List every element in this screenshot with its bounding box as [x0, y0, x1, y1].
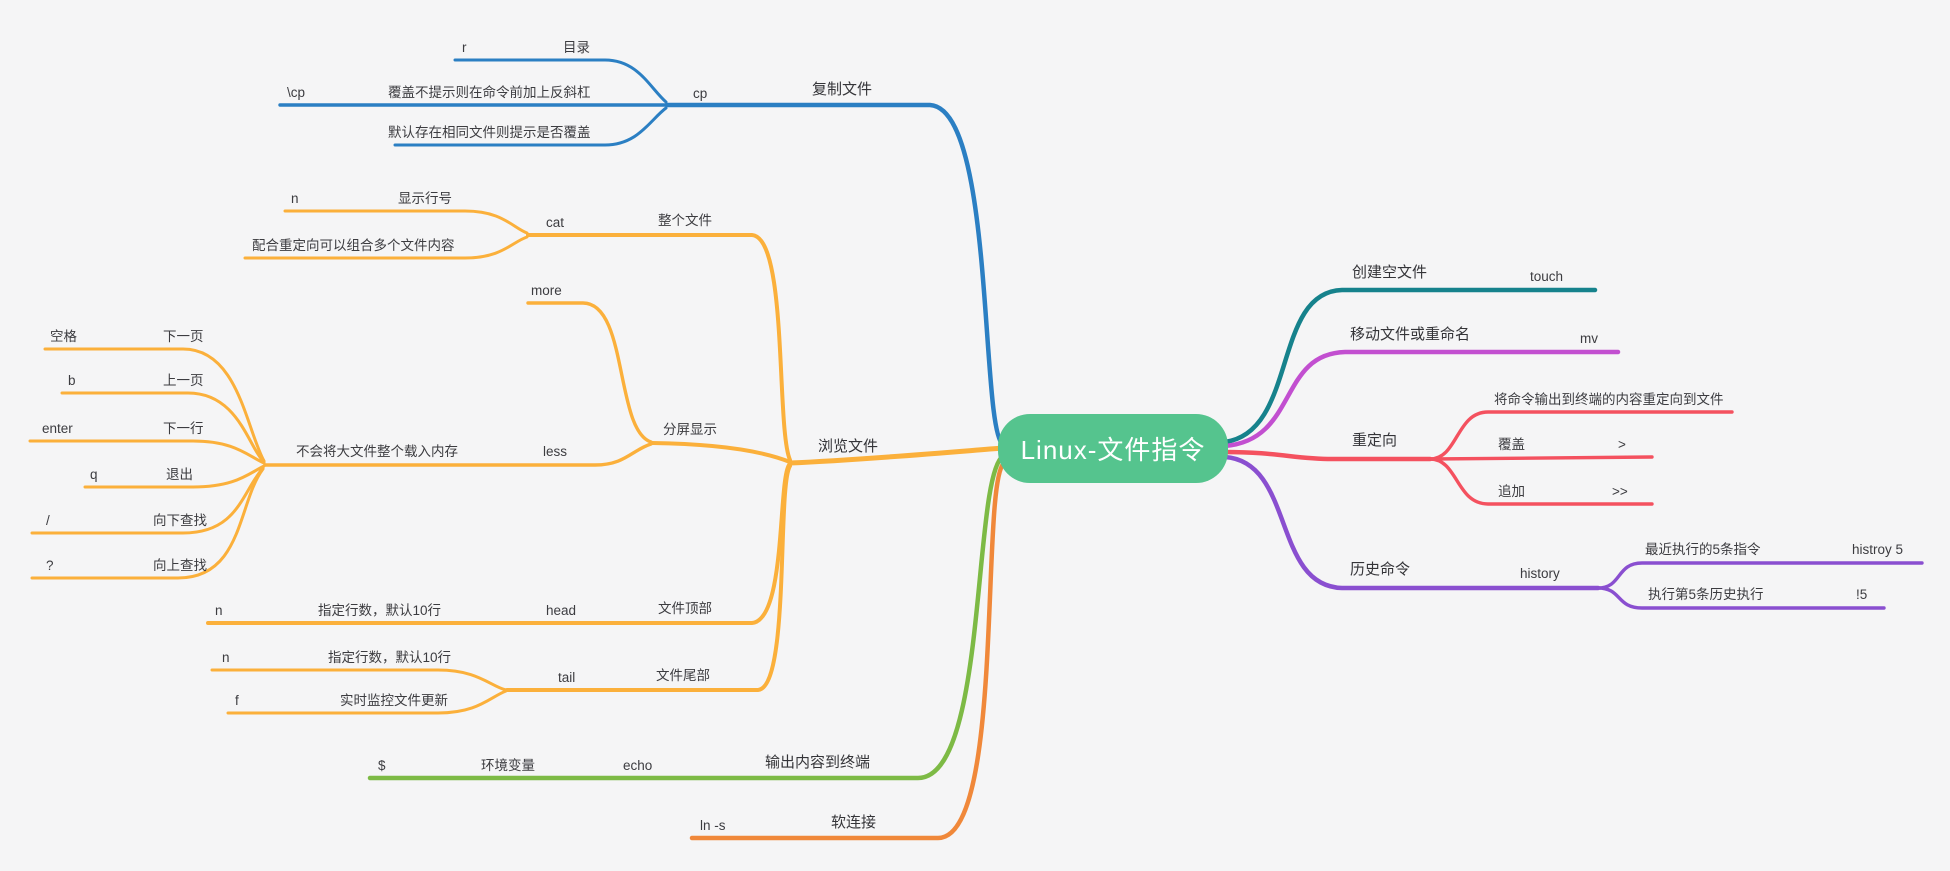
node-key-question[interactable]: ?	[46, 558, 54, 573]
node-history-cmd[interactable]: 历史命令	[1350, 561, 1411, 578]
node-cat-lineno[interactable]: 显示行号	[398, 191, 452, 206]
node-cp-key-r[interactable]: r	[462, 40, 467, 55]
node-key-enter[interactable]: enter	[42, 421, 73, 436]
node-cat[interactable]: cat	[546, 215, 565, 230]
node-histroy5[interactable]: histroy 5	[1852, 542, 1904, 557]
node-touch[interactable]: touch	[1530, 269, 1564, 284]
node-next-line[interactable]: 下一行	[163, 421, 204, 436]
node-head-key-n[interactable]: n	[215, 603, 223, 618]
node-search-up[interactable]: 向上查找	[153, 558, 207, 573]
node-cat-combine[interactable]: 配合重定向可以组合多个文件内容	[252, 238, 455, 253]
node-exec5[interactable]: 执行第5条历史执行	[1648, 587, 1764, 602]
node-append[interactable]: 追加	[1498, 484, 1525, 499]
node-file-bottom[interactable]: 文件尾部	[656, 668, 710, 683]
node-copy-file[interactable]: 复制文件	[812, 81, 873, 98]
node-cp-default-desc[interactable]: 默认存在相同文件则提示是否覆盖	[388, 125, 591, 140]
node-op-gtgt[interactable]: >>	[1612, 484, 1628, 499]
node-browse-file[interactable]: 浏览文件	[818, 438, 879, 455]
node-next-page[interactable]: 下一页	[163, 329, 204, 344]
branch-touch-lines	[1222, 287, 1598, 445]
node-redirect[interactable]: 重定向	[1352, 432, 1398, 449]
node-whole-file[interactable]: 整个文件	[658, 213, 712, 228]
node-tail[interactable]: tail	[558, 670, 576, 685]
node-softlink[interactable]: 软连接	[831, 814, 877, 831]
node-less[interactable]: less	[543, 444, 568, 459]
node-history[interactable]: history	[1520, 566, 1560, 581]
node-tail-key-f[interactable]: f	[235, 693, 239, 708]
node-cp-backslash[interactable]: \cp	[287, 85, 306, 100]
node-move-rename[interactable]: 移动文件或重命名	[1350, 326, 1471, 343]
node-bang5[interactable]: !5	[1856, 587, 1868, 602]
node-key-slash[interactable]: /	[46, 513, 50, 528]
node-head-lines[interactable]: 指定行数，默认10行	[318, 603, 442, 618]
node-cp[interactable]: cp	[693, 86, 708, 101]
node-tail-lines[interactable]: 指定行数，默认10行	[328, 650, 452, 665]
node-create-empty[interactable]: 创建空文件	[1352, 264, 1428, 281]
node-search-down[interactable]: 向下查找	[153, 513, 207, 528]
branch-copy-lines	[278, 58, 1006, 448]
node-redirect-desc[interactable]: 将命令输出到终端的内容重定向到文件	[1494, 392, 1724, 407]
root-node[interactable]: Linux-文件指令	[998, 414, 1228, 483]
node-key-space[interactable]: 空格	[50, 329, 77, 344]
node-ln-s[interactable]: ln -s	[700, 818, 726, 833]
node-tail-monitor[interactable]: 实时监控文件更新	[340, 693, 448, 708]
node-mv[interactable]: mv	[1580, 331, 1598, 346]
node-key-q[interactable]: q	[90, 467, 98, 482]
node-tail-key-n[interactable]: n	[222, 650, 230, 665]
node-output-terminal[interactable]: 输出内容到终端	[765, 754, 871, 771]
node-head[interactable]: head	[546, 603, 577, 618]
node-echo[interactable]: echo	[623, 758, 653, 773]
node-cat-key-n[interactable]: n	[291, 191, 299, 206]
node-prev-page[interactable]: 上一页	[163, 373, 204, 388]
node-overwrite[interactable]: 覆盖	[1498, 437, 1525, 452]
node-more[interactable]: more	[531, 283, 562, 298]
branch-softlink-lines	[689, 460, 1007, 841]
node-cp-dir[interactable]: 目录	[563, 40, 590, 55]
branch-redirect-lines	[1222, 410, 1734, 506]
node-quit[interactable]: 退出	[166, 467, 193, 482]
node-file-top[interactable]: 文件顶部	[658, 601, 712, 616]
node-echo-key-dollar[interactable]: $	[378, 758, 386, 773]
branch-echo-lines	[367, 453, 1006, 781]
node-env-var[interactable]: 环境变量	[481, 758, 535, 773]
branch-browse-lines	[28, 209, 1006, 715]
node-op-gt[interactable]: >	[1618, 437, 1626, 452]
node-recent5[interactable]: 最近执行的5条指令	[1645, 542, 1761, 557]
node-less-note[interactable]: 不会将大文件整个载入内存	[296, 444, 458, 459]
node-key-b[interactable]: b	[68, 373, 76, 388]
branch-history-lines	[1222, 454, 1924, 610]
node-cp-noprompt-desc[interactable]: 覆盖不提示则在命令前加上反斜杠	[388, 85, 591, 100]
node-paged-display[interactable]: 分屏显示	[663, 422, 717, 437]
branch-move-lines	[1222, 349, 1621, 449]
